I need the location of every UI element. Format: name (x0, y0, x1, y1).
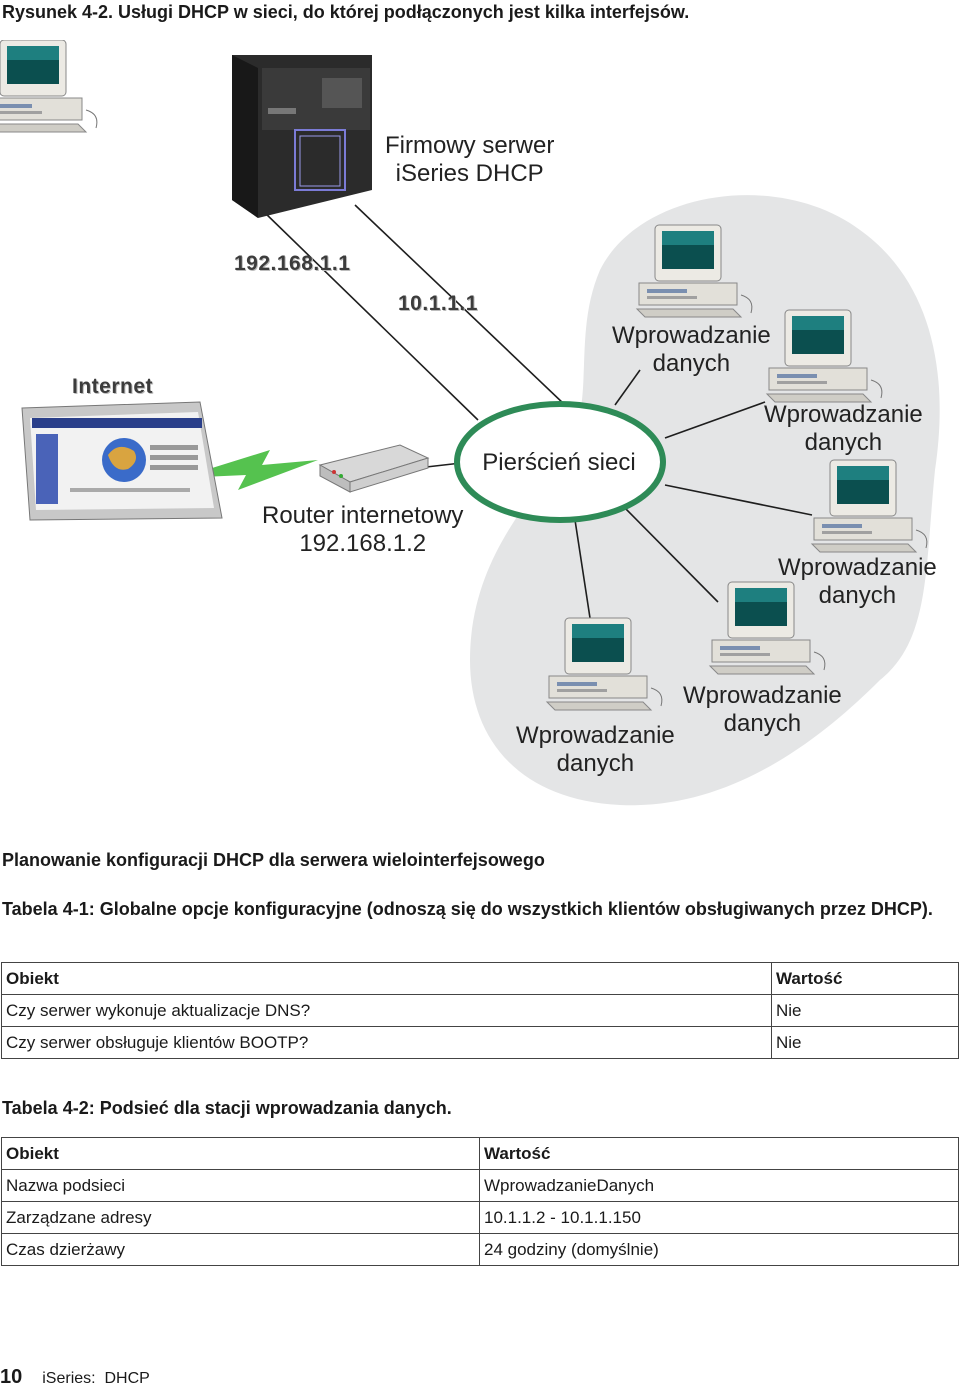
client-label-1-line2: danych (652, 350, 731, 377)
figure-caption: Rysunek 4-2. Usługi DHCP w sieci, do któ… (2, 2, 690, 22)
network-diagram-graphics (0, 39, 940, 806)
table2: Obiekt Wartość Nazwa podsieci Wprowadzan… (1, 1137, 959, 1266)
table2-header-object: Obiekt (1, 1137, 480, 1170)
client-label-1: Wprowadzanie danych (612, 322, 771, 378)
client-computer-icon (0, 39, 98, 133)
link-server-192 (261, 209, 479, 421)
server-label-line1: Firmowy serwer (385, 132, 555, 159)
link-ring-client2 (664, 401, 766, 439)
link-ring-client5 (574, 519, 591, 619)
client-label-1-line1: Wprowadzanie (612, 322, 771, 349)
client-label-2-line1: Wprowadzanie (764, 401, 923, 428)
server-icon (232, 55, 372, 218)
table-row: Czy serwer obsługuje klientów BOOTP? Nie (1, 1026, 959, 1059)
table1-cell: Czy serwer obsługuje klientów BOOTP? (1, 1026, 772, 1059)
ip-192-label: 192.168.1.1 (234, 252, 351, 275)
table-row: Czy serwer wykonuje aktualizacje DNS? Ni… (1, 994, 959, 1027)
client-label-3-line1: Wprowadzanie (778, 554, 937, 581)
table1-caption: Tabela 4-1: Globalne opcje konfiguracyjn… (2, 899, 933, 919)
table2-cell: Czas dzierżawy (1, 1233, 480, 1266)
table2-header-row: Obiekt Wartość (1, 1137, 959, 1170)
network-ring (454, 401, 666, 523)
client-label-3: Wprowadzanie danych (778, 554, 937, 610)
footer-product: iSeries: DHCP (42, 1370, 150, 1387)
table2-cell: 10.1.1.2 - 10.1.1.150 (479, 1201, 959, 1234)
router-label-line2: 192.168.1.2 (299, 530, 427, 557)
table2-cell: Nazwa podsieci (1, 1169, 480, 1202)
ring-label: Pierścień sieci (482, 449, 636, 476)
network-diagram: Firmowy serwer iSeries DHCP 192.168.1.1 … (0, 39, 960, 820)
client-label-3-line2: danych (818, 582, 897, 609)
table2-header-value: Wartość (479, 1137, 959, 1170)
link-ring-client4 (624, 507, 719, 603)
router-icon (318, 444, 430, 493)
table2-cell: Zarządzane adresy (1, 1201, 480, 1234)
link-ring-client3 (664, 484, 813, 516)
page-number: 10 (0, 1366, 23, 1388)
client-label-5: Wprowadzanie danych (516, 722, 675, 778)
section-title: Planowanie konfiguracji DHCP dla serwera… (2, 850, 545, 870)
client-label-4-line2: danych (723, 710, 802, 737)
table-row: Zarządzane adresy 10.1.1.2 - 10.1.1.150 (1, 1201, 959, 1234)
table1-cell: Nie (771, 1026, 959, 1059)
ip-10-label: 10.1.1.1 (398, 292, 478, 315)
internet-browser-icon (21, 401, 223, 521)
table1: Obiekt Wartość Czy serwer wykonuje aktua… (1, 962, 959, 1059)
router-label: Router internetowy 192.168.1.2 (262, 502, 463, 558)
table1-cell: Nie (771, 994, 959, 1027)
link-ring-client1 (614, 369, 641, 406)
client-label-5-line2: danych (556, 750, 635, 777)
table2-caption: Tabela 4-2: Podsieć dla stacji wprowadza… (2, 1098, 452, 1118)
table1-header-value: Wartość (771, 962, 959, 995)
table1-header-object: Obiekt (1, 962, 772, 995)
link-server-10 (354, 204, 566, 406)
page-footer: 10 iSeries: DHCP (0, 1366, 150, 1389)
table2-cell: WprowadzanieDanych (479, 1169, 959, 1202)
router-label-line1: Router internetowy (262, 502, 464, 529)
table2-cell: 24 godziny (domyślnie) (479, 1233, 959, 1266)
server-label-line2: iSeries DHCP (395, 160, 544, 187)
client-label-2-line2: danych (804, 429, 883, 456)
server-label: Firmowy serwer iSeries DHCP (385, 132, 554, 188)
table1-cell: Czy serwer wykonuje aktualizacje DNS? (1, 994, 772, 1027)
client-label-5-line1: Wprowadzanie (516, 722, 675, 749)
client-label-2: Wprowadzanie danych (764, 401, 923, 457)
table-row: Czas dzierżawy 24 godziny (domyślnie) (1, 1233, 959, 1266)
table-row: Nazwa podsieci WprowadzanieDanych (1, 1169, 959, 1202)
internet-label: Internet (72, 375, 154, 398)
table1-header-row: Obiekt Wartość (1, 962, 959, 995)
client-label-4-line1: Wprowadzanie (683, 682, 842, 709)
client-label-4: Wprowadzanie danych (683, 682, 842, 738)
lightning-bolt (180, 450, 318, 490)
